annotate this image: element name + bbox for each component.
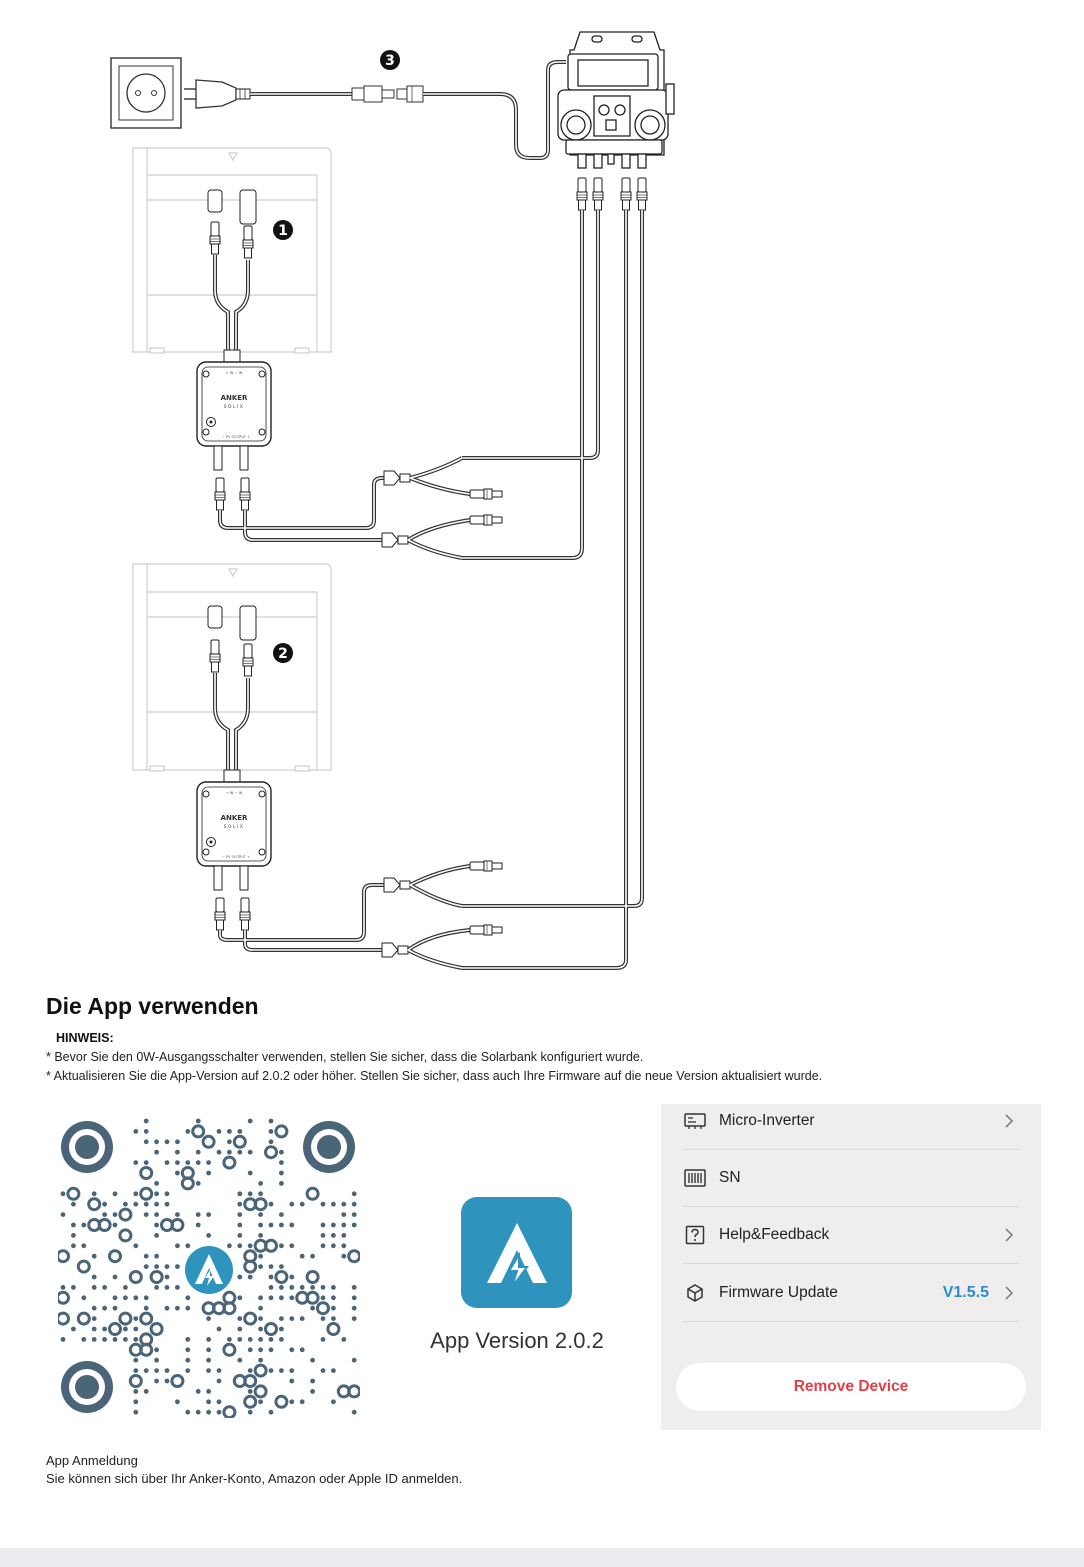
wall-socket <box>110 57 182 129</box>
qr-dots <box>58 1118 360 1418</box>
svg-text:+ IN − IN: + IN − IN <box>226 791 243 795</box>
wiring-diagram: 3 <box>110 31 675 970</box>
svg-text:3: 3 <box>385 53 395 69</box>
settings-row-sn[interactable]: SN <box>683 1150 1019 1206</box>
qr-finder-bottom-left <box>61 1361 113 1413</box>
step-marker-2: 2 <box>273 643 293 663</box>
settings-row-firmware-update[interactable]: Firmware Update V1.5.5 <box>683 1265 1019 1321</box>
qr-finder-top-left <box>61 1121 113 1173</box>
note-item: * Bevor Sie den 0W-Ausgangsschalter verw… <box>46 1050 644 1064</box>
svg-text:− PV OUTPUT +: − PV OUTPUT + <box>222 855 250 859</box>
row-label: Help&Feedback <box>719 1226 830 1243</box>
unit-1-wiring: + IN − IN ANKER SOLIX − PV OUTPUT + <box>196 189 503 560</box>
anker-logo-icon <box>486 1222 547 1288</box>
svg-text:SOLIX: SOLIX <box>224 824 245 830</box>
qr-code <box>58 1118 360 1418</box>
unit-2-wiring: + IN − IN ANKER SOLIX − PV OUTPUT + <box>196 605 503 970</box>
app-version-label: App Version 2.0.2 <box>430 1328 604 1353</box>
barcode-icon <box>683 1166 707 1190</box>
remove-device-button[interactable]: Remove Device <box>676 1363 1026 1411</box>
settings-row-help-feedback[interactable]: Help&Feedback <box>683 1207 1019 1263</box>
note-label: HINWEIS: <box>56 1031 114 1045</box>
settings-row-micro-inverter[interactable]: Micro-Inverter <box>683 1093 1019 1149</box>
ac-extension-connector <box>351 85 424 103</box>
row-label: Firmware Update <box>719 1284 838 1301</box>
step-marker-3: 3 <box>380 50 400 70</box>
chevron-right-icon <box>1003 1285 1017 1301</box>
note-item: * Aktualisieren Sie die App-Version auf … <box>46 1069 823 1083</box>
svg-text:1: 1 <box>278 223 288 239</box>
row-divider <box>683 1263 1019 1264</box>
row-label: SN <box>719 1169 741 1186</box>
inverter-icon <box>683 1109 707 1133</box>
device-settings-panel: Micro-Inverter SN Help&Feedback Firmware… <box>661 1104 1041 1430</box>
qr-finder-top-right <box>303 1121 355 1173</box>
svg-text:+ IN − IN: + IN − IN <box>226 371 243 375</box>
svg-text:ANKER: ANKER <box>221 394 248 402</box>
microinverter <box>557 31 675 169</box>
cube-icon <box>683 1281 707 1305</box>
qr-center-logo <box>182 1243 236 1297</box>
svg-text:− PV OUTPUT +: − PV OUTPUT + <box>222 435 250 439</box>
login-text: Sie können sich über Ihr Anker-Konto, Am… <box>46 1471 463 1486</box>
svg-text:2: 2 <box>278 646 288 662</box>
inverter-dc-connectors <box>576 177 648 211</box>
battery-unit-1 <box>132 147 332 354</box>
svg-text:SOLIX: SOLIX <box>224 404 245 410</box>
anker-app-icon <box>461 1197 572 1308</box>
dc-trunk-cables <box>462 210 644 970</box>
chevron-right-icon <box>1003 1113 1017 1129</box>
bottom-bar <box>0 1548 1084 1567</box>
row-divider <box>683 1321 1019 1322</box>
firmware-version-value: V1.5.5 <box>942 1284 989 1301</box>
battery-unit-2 <box>132 563 332 772</box>
row-label: Micro-Inverter <box>719 1112 815 1129</box>
ac-plug <box>184 79 251 109</box>
row-divider <box>683 1149 1019 1150</box>
chevron-right-icon <box>1003 1227 1017 1243</box>
help-icon <box>683 1223 707 1247</box>
svg-text:ANKER: ANKER <box>221 814 248 822</box>
row-divider <box>683 1206 1019 1207</box>
step-marker-1: 1 <box>273 220 293 240</box>
section-title: Die App verwenden <box>46 993 259 1019</box>
login-title: App Anmeldung <box>46 1453 138 1468</box>
